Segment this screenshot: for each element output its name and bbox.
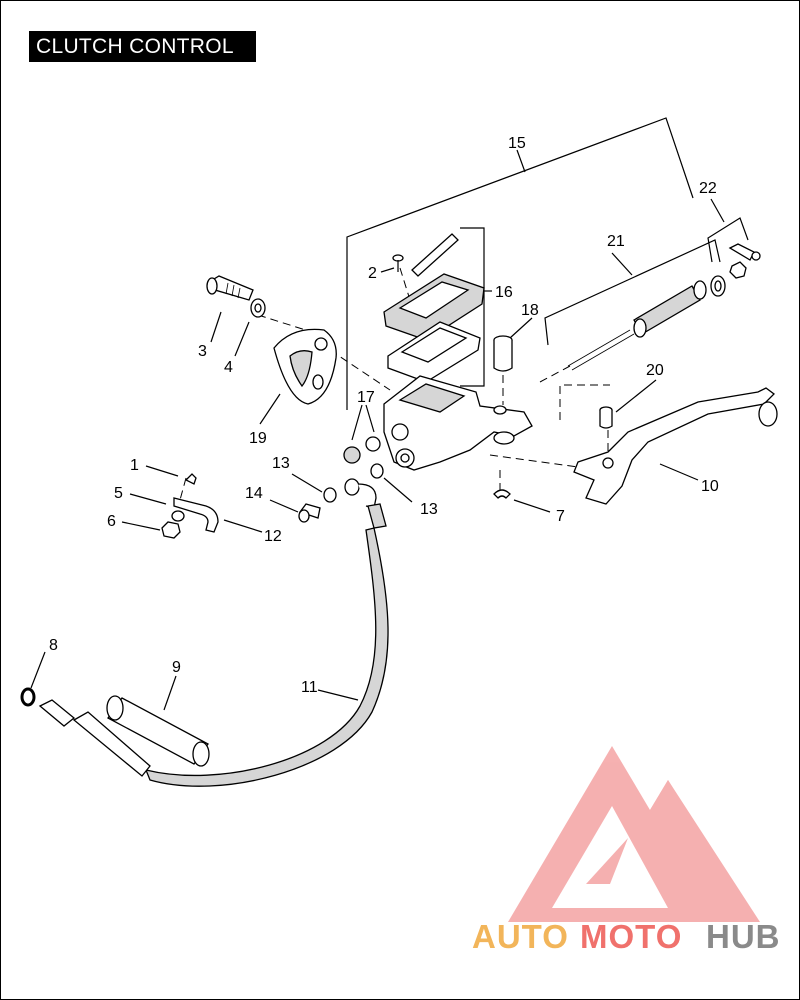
bracket-22 <box>707 217 749 263</box>
pivot-pin-18 <box>493 335 513 372</box>
retaining-ring-7 <box>493 489 511 499</box>
callout-16: 16 <box>495 284 513 301</box>
bracket-15 <box>346 117 694 410</box>
callout-4: 4 <box>224 359 233 376</box>
clutch-lever-10 <box>573 387 778 505</box>
callout-8: 8 <box>49 637 58 654</box>
bracket-21 <box>544 239 721 346</box>
watermark-moto: MOTO <box>580 918 682 955</box>
bracket-16 <box>460 227 485 387</box>
sight-glass-17 <box>343 404 381 464</box>
callout-14: 14 <box>245 485 263 502</box>
callout-20: 20 <box>646 362 664 379</box>
clamp-19 <box>273 328 337 405</box>
bushing-20 <box>599 406 613 429</box>
leader-lines <box>30 267 699 711</box>
watermark-logo <box>508 746 760 922</box>
callout-22: 22 <box>699 180 717 197</box>
watermark-text: AUTO MOTO HUB <box>472 918 781 955</box>
callout-21: 21 <box>607 233 625 250</box>
callout-19: 19 <box>249 430 267 447</box>
callout-13-left: 13 <box>272 455 290 472</box>
leader-15 <box>516 149 526 173</box>
banjo-bolt-14 <box>298 503 321 523</box>
clip-assembly-12 <box>161 473 219 539</box>
washers-13 <box>323 463 384 503</box>
callout-17: 17 <box>357 389 375 406</box>
assembly-dashed-lines <box>179 267 610 501</box>
callout-7: 7 <box>556 508 565 525</box>
watermark-hub: HUB <box>706 918 781 955</box>
callout-11: 11 <box>301 679 318 696</box>
callout-18: 18 <box>521 302 539 319</box>
leader-22 <box>710 198 725 223</box>
callout-6: 6 <box>107 513 116 530</box>
pushrod-end-22 <box>728 243 761 279</box>
watermark-triangle-stripe <box>650 780 720 865</box>
piston-assembly-21 <box>567 275 726 371</box>
o-ring-8 <box>20 687 36 707</box>
watermark-triangle-accent <box>586 838 628 884</box>
callout-1: 1 <box>130 457 139 474</box>
callout-12: 12 <box>264 528 282 545</box>
callout-3: 3 <box>198 343 207 360</box>
callout-15: 15 <box>508 135 526 152</box>
leader-21 <box>611 252 633 276</box>
cover-assembly-16 <box>383 233 485 383</box>
master-cylinder-body-15 <box>383 375 533 471</box>
screw-2 <box>392 254 404 272</box>
sleeve-9 <box>106 695 210 767</box>
clutch-hose-11 <box>38 478 389 787</box>
callout-labels: 1 2 3 4 5 6 7 8 9 10 11 12 13 13 14 15 1… <box>49 135 719 696</box>
callout-9: 9 <box>172 659 181 676</box>
watermark-auto: AUTO <box>472 918 569 955</box>
page-title: CLUTCH CONTROL <box>29 31 256 62</box>
watermark-triangle-inner <box>552 806 668 908</box>
callout-13-right: 13 <box>420 501 438 518</box>
washer-4 <box>250 298 266 318</box>
callout-5: 5 <box>114 485 123 502</box>
callout-2: 2 <box>368 265 377 282</box>
bolt-3 <box>206 275 254 301</box>
assembly-brackets <box>346 117 749 410</box>
callout-10: 10 <box>701 478 719 495</box>
